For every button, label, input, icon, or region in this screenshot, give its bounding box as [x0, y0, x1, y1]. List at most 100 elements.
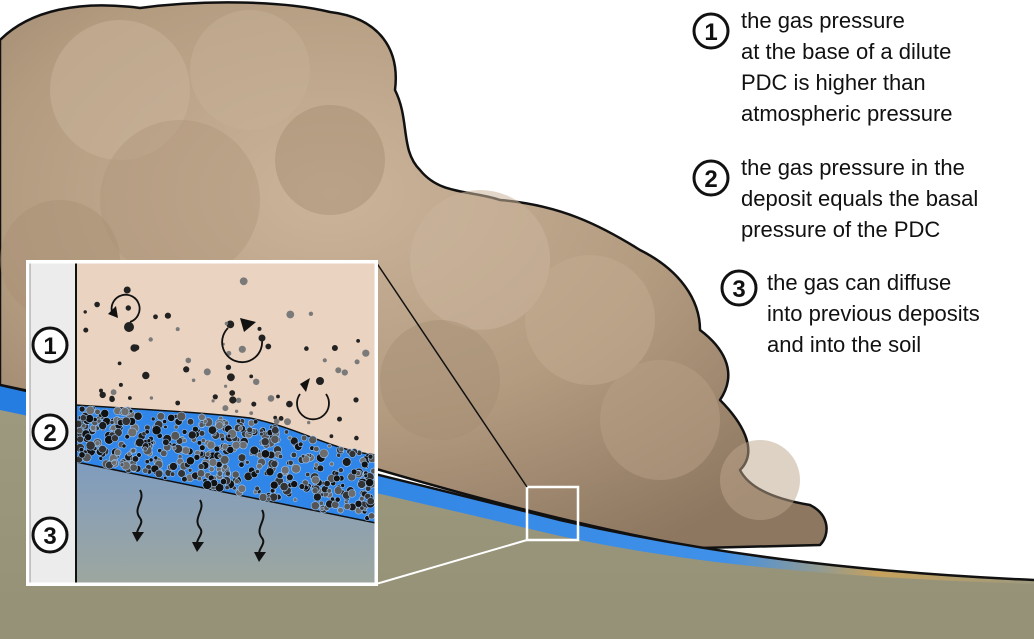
flow-particle	[183, 366, 190, 373]
deposit-grain	[154, 469, 164, 478]
annotation-1-line-1: the gas pressure	[741, 8, 905, 33]
deposit-grain	[327, 443, 332, 449]
flow-particle	[284, 418, 291, 426]
eddy-arrow-2	[221, 318, 266, 364]
deposit-grain	[259, 431, 264, 437]
deposit-grain	[330, 496, 335, 502]
deposit-grain	[133, 411, 143, 421]
deposit-grain	[182, 438, 187, 443]
inset-marker-3: 3	[31, 516, 69, 554]
deposit-grain	[348, 450, 357, 458]
deposit-grain	[173, 424, 179, 430]
annotation-3-line-1: the gas can diffuse	[767, 270, 952, 295]
deposit-grain	[205, 451, 211, 457]
deposit-grain	[78, 405, 86, 413]
flow-particle	[307, 420, 311, 425]
deposit-grain	[319, 448, 329, 459]
soil-zone	[76, 462, 376, 584]
svg-text:3: 3	[43, 523, 56, 550]
deposit-grain	[361, 460, 369, 469]
diffusion-arrow-3	[254, 509, 266, 562]
deposit-grain	[266, 496, 272, 502]
deposit-grain	[207, 425, 217, 435]
deposit-grain	[94, 408, 101, 416]
deposit-grain	[215, 421, 224, 430]
deposit-grain	[79, 414, 87, 422]
flow-particle	[142, 371, 150, 380]
deposit-grain	[357, 480, 366, 489]
deposit-grain	[301, 454, 306, 459]
deposit-grain	[156, 412, 166, 421]
deposit-grain	[340, 483, 346, 488]
deposit-grain	[120, 407, 130, 416]
annotation-2-line-2: deposit equals the basal	[741, 186, 979, 211]
svg-text:2: 2	[43, 420, 56, 447]
deposit-grain	[270, 460, 279, 468]
annotation-3-line-2: into previous deposits	[767, 301, 980, 326]
flow-particle	[273, 418, 280, 425]
flow-particle	[308, 311, 314, 316]
deposit-grain	[265, 467, 275, 477]
deposit-grain	[111, 434, 119, 443]
flow-particle	[227, 373, 235, 382]
inset-marker-1: 1	[31, 326, 69, 364]
flow-particle	[226, 320, 235, 329]
deposit-grain	[319, 506, 325, 512]
flow-particle	[164, 312, 171, 319]
deposit-grain	[167, 413, 176, 422]
annotation-marker-2: 2	[692, 159, 730, 197]
flow-particle	[304, 346, 309, 351]
annotation-2-line-3: pressure of the PDC	[741, 217, 941, 242]
deposit-grain	[279, 482, 289, 492]
flow-particle	[341, 369, 348, 376]
deposit-grain	[187, 467, 193, 473]
deposit-grain	[323, 480, 331, 488]
deposit-grain	[142, 467, 149, 474]
flow-particle	[253, 378, 260, 385]
deposit-grain	[343, 502, 351, 511]
deposit-grain	[286, 473, 294, 481]
flow-particle	[278, 416, 284, 421]
deposit-grain	[170, 431, 181, 441]
deposit-grain	[258, 492, 268, 502]
deposit-grain	[126, 451, 132, 457]
flow-particle	[99, 391, 106, 399]
eddy-arrow-1	[108, 293, 141, 332]
flow-particle	[353, 397, 359, 403]
deposit-grain	[224, 470, 231, 477]
deposit-grain	[253, 419, 259, 425]
deposit-grain	[365, 478, 374, 487]
deposit-grain	[78, 451, 86, 459]
deposit-grain	[318, 500, 324, 506]
deposit-grain	[256, 463, 263, 470]
annotation-marker-1: 1	[692, 12, 730, 50]
deposit-grain	[269, 480, 279, 490]
deposit-grain	[197, 463, 205, 470]
svg-text:3: 3	[732, 276, 745, 303]
deposit-grain	[196, 440, 202, 446]
deposit-grain	[216, 470, 223, 477]
flow-particle	[153, 314, 158, 320]
deposit-grain	[293, 497, 298, 502]
deposit-grain	[239, 440, 248, 450]
flow-particle	[125, 305, 131, 311]
deposit-grain	[222, 463, 228, 470]
flow-particle	[117, 361, 122, 366]
deposit-grain	[260, 437, 270, 447]
flow-particle	[249, 411, 254, 415]
deposit-grain	[278, 453, 284, 459]
deposit-grain	[208, 466, 215, 473]
deposit-grain	[333, 474, 341, 483]
deposit-grain	[336, 452, 342, 458]
flow-particle	[175, 400, 181, 406]
deposit-grain	[366, 497, 375, 506]
deposit-grain	[350, 468, 358, 476]
deposit-grain	[198, 430, 206, 437]
deposit-grains	[76, 405, 376, 521]
deposit-grain	[313, 492, 322, 502]
flow-particle	[265, 343, 272, 350]
deposit-grain	[217, 453, 223, 459]
flow-particle	[257, 326, 262, 331]
deposit-grain	[316, 464, 325, 473]
